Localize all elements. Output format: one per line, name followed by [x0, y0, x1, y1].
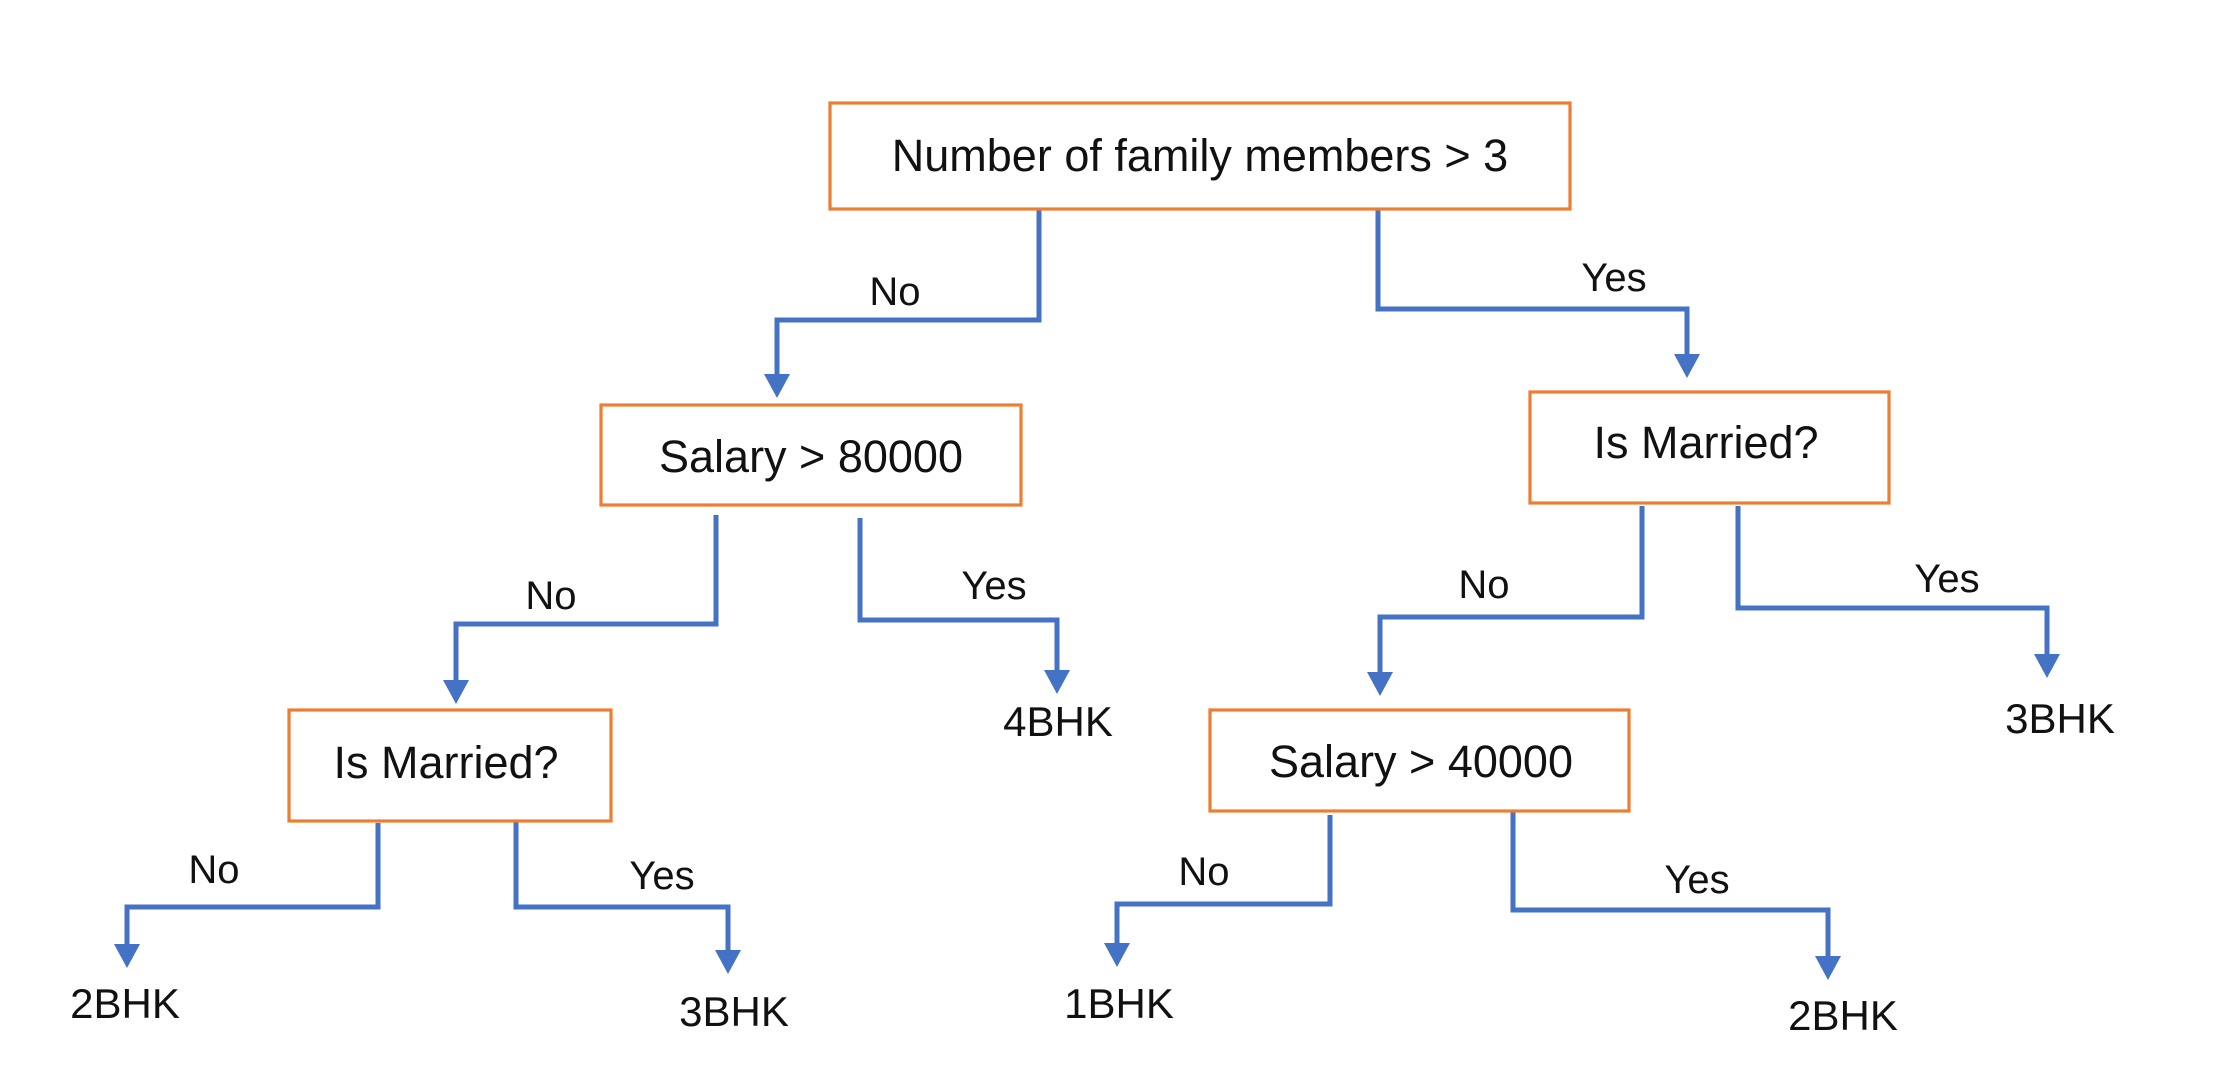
leaf-3bhk-left: 3BHK	[679, 988, 789, 1035]
edge-sal40-no	[1104, 815, 1333, 967]
edge-label-root-yes: Yes	[1581, 256, 1646, 300]
node-is-married-right: Is Married?	[1528, 390, 1891, 505]
edge-label-marL-yes: Yes	[629, 854, 694, 898]
edge-root-yes	[1375, 207, 1700, 378]
node-salary-80000: Salary > 80000	[599, 403, 1023, 507]
edge-label-sal40-no: No	[1178, 850, 1229, 894]
edge-marR-yes	[1735, 506, 2060, 678]
edge-sal40-yes	[1510, 811, 1841, 980]
leaf-4bhk: 4BHK	[1003, 698, 1113, 745]
edge-label-sal40-yes: Yes	[1664, 858, 1729, 902]
leaf-2bhk-left: 2BHK	[70, 980, 180, 1027]
node-is-married-left: Is Married?	[287, 708, 613, 823]
edge-sal80-yes	[857, 518, 1070, 694]
edge-root-no	[764, 207, 1042, 398]
node-salary-40000-label: Salary > 40000	[1269, 736, 1573, 787]
edge-marL-no	[114, 823, 381, 968]
edge-sal80-no	[443, 515, 719, 704]
leaf-3bhk-right: 3BHK	[2005, 695, 2115, 742]
leaf-2bhk-right: 2BHK	[1788, 992, 1898, 1039]
node-is-married-left-label: Is Married?	[333, 737, 558, 788]
node-root: Number of family members > 3	[828, 101, 1572, 211]
edge-label-sal80-yes: Yes	[961, 564, 1026, 608]
node-root-label: Number of family members > 3	[892, 130, 1508, 181]
edge-label-sal80-no: No	[525, 574, 576, 618]
edge-label-root-no: No	[869, 270, 920, 314]
edge-marL-yes	[513, 816, 741, 974]
edge-label-marL-no: No	[188, 848, 239, 892]
node-salary-40000: Salary > 40000	[1208, 708, 1631, 813]
edge-marR-no	[1367, 506, 1645, 696]
node-is-married-right-label: Is Married?	[1593, 417, 1818, 468]
leaf-1bhk: 1BHK	[1064, 980, 1174, 1027]
node-salary-80000-label: Salary > 80000	[659, 431, 963, 482]
edge-label-marR-yes: Yes	[1914, 557, 1979, 601]
edge-label-marR-no: No	[1458, 563, 1509, 607]
